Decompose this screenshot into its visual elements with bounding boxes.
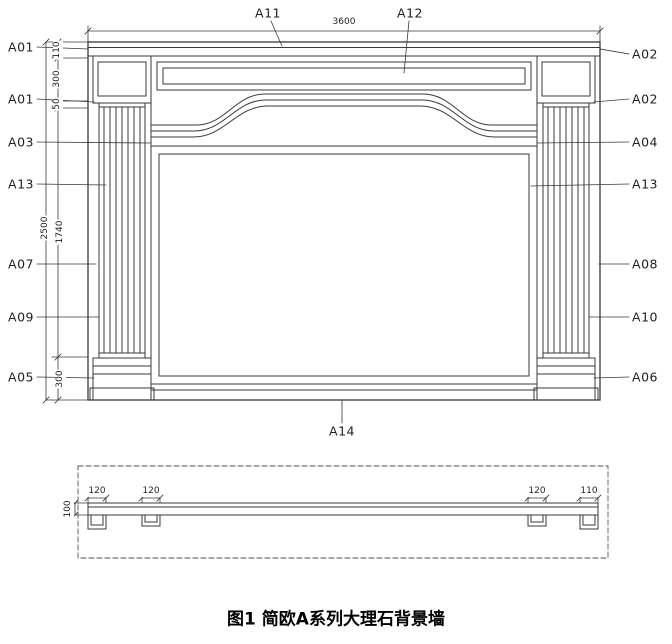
dimension-label: 120 (141, 486, 161, 497)
figure-caption: 图1 简欧A系列大理石背景墙 (227, 609, 445, 630)
callout-label: A07 (8, 256, 34, 272)
callout-label: A01 (8, 39, 34, 55)
callout-label: A02 (632, 46, 658, 62)
callout-label: A10 (632, 309, 658, 325)
callout-label: A04 (632, 134, 658, 150)
callout-label: A12 (397, 5, 423, 21)
callout-label: A08 (632, 256, 658, 272)
dimension-label: 120 (87, 486, 107, 497)
callout-label: A09 (8, 309, 34, 325)
dimension-label: 50 (52, 97, 63, 111)
callout-label: A13 (8, 176, 34, 192)
dimension-label: 2500 (40, 215, 51, 241)
callout-label: A01 (8, 91, 34, 107)
dimension-label: 1740 (55, 219, 66, 245)
dimension-label: 3600 (331, 17, 357, 28)
callout-label: A06 (632, 369, 658, 385)
dimension-label: 300 (52, 69, 63, 89)
dimension-label: 300 (55, 369, 66, 389)
callout-label: A03 (8, 134, 34, 150)
callout-label: A14 (329, 423, 355, 439)
callout-label: A05 (8, 369, 34, 385)
dimension-label: 100 (63, 499, 74, 519)
dimension-label: 120 (527, 486, 547, 497)
callout-label: A02 (632, 91, 658, 107)
callout-label: A13 (632, 176, 658, 192)
dimension-label: 110 (579, 486, 599, 497)
dimension-label: 110 (52, 40, 63, 60)
callout-label: A11 (255, 5, 281, 21)
